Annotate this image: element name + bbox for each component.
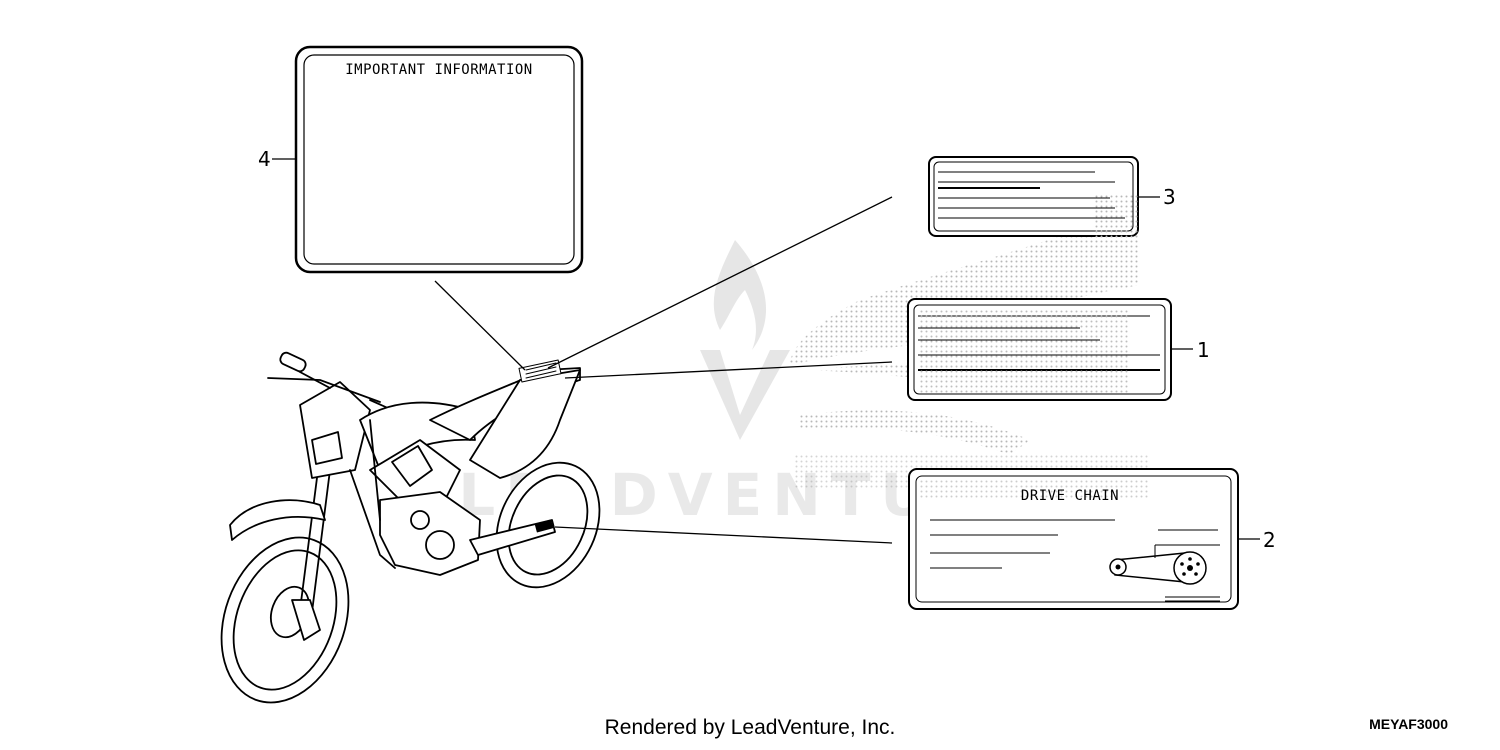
callout-2: 2 [1263, 528, 1276, 552]
leader-lines [272, 158, 1260, 544]
label-important-information: IMPORTANT INFORMATION [294, 45, 584, 274]
label-3 [928, 156, 1140, 237]
callout-4: 4 [258, 147, 271, 171]
diagram-part-number: MEYAF3000 [1369, 716, 1448, 732]
rendered-by-footer: Rendered by LeadVenture, Inc. [604, 716, 896, 739]
callout-3: 3 [1163, 185, 1176, 209]
drive-chain-icon [1109, 545, 1207, 585]
drive-chain-title: DRIVE CHAIN [1021, 488, 1119, 504]
motorcycle-icon [220, 351, 601, 704]
important-info-title: IMPORTANT INFORMATION [345, 62, 533, 78]
label-1 [907, 298, 1172, 401]
label-drive-chain: DRIVE CHAIN [908, 468, 1239, 610]
callout-1: 1 [1197, 338, 1210, 362]
